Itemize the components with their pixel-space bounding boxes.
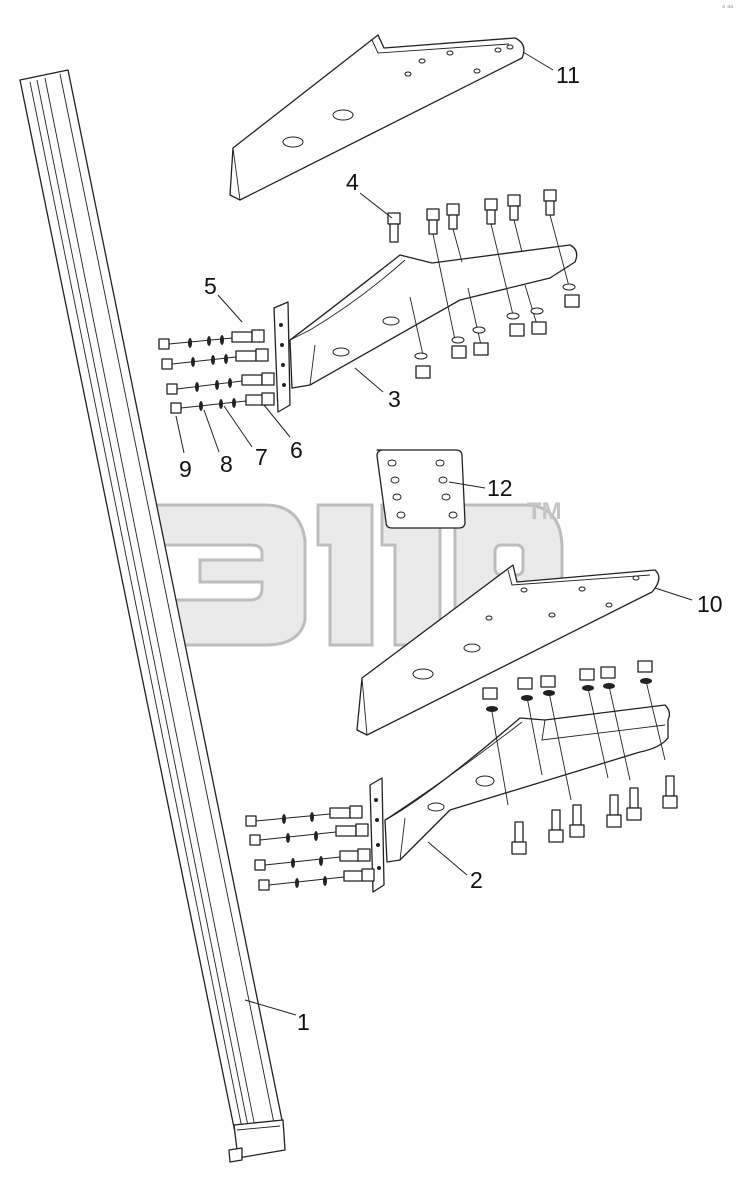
bolts-lower [511, 775, 678, 855]
callout-12: 12 [487, 475, 513, 501]
part-12-square-plate [376, 449, 466, 529]
part-2-lower-bracket [369, 680, 671, 893]
watermark-logo: TM [150, 498, 564, 647]
part-1-beam [19, 69, 286, 1163]
callout-10: 10 [697, 591, 723, 617]
callout-1: 1 [297, 1009, 310, 1035]
side-bolts-lower [245, 805, 375, 891]
bolts-upper [387, 189, 571, 356]
callout-4: 4 [346, 169, 359, 195]
callout-8: 8 [220, 451, 233, 477]
part-3-upper-bracket [273, 244, 578, 413]
callout-11: 11 [556, 62, 580, 88]
side-bolts-upper [158, 329, 275, 414]
callout-3: 3 [388, 386, 401, 412]
callout-6: 6 [290, 437, 303, 463]
callout-7: 7 [255, 444, 268, 470]
callout-5: 5 [204, 273, 217, 299]
corner-note: ᵃ ᵃᵃ [722, 3, 734, 12]
leader-lines [175, 51, 693, 1016]
part-10-lower-plate [356, 564, 660, 736]
part-11-upper-plate [229, 34, 525, 201]
callout-labels: 1 2 3 4 5 6 7 8 9 10 11 12 [179, 62, 723, 1035]
watermark-tm: TM [527, 498, 562, 525]
callout-9: 9 [179, 456, 192, 482]
nuts-lower [482, 660, 653, 712]
callout-2: 2 [470, 867, 483, 893]
nuts-upper [414, 283, 580, 379]
